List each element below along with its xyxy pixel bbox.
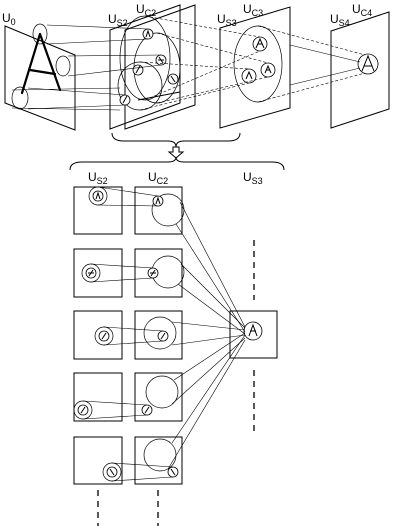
label-us2-top: US2 (108, 12, 128, 28)
top-section: U0 US2 UC2 US3 UC3 US4 UC4 (2, 2, 390, 131)
us3-feature-cells (241, 36, 276, 84)
zoom-brace (69, 132, 285, 171)
label-us3-bottom: US3 (243, 170, 263, 186)
label-us2-bottom: US2 (88, 170, 108, 186)
row-1 (73, 186, 185, 235)
bottom-section: US2 UC2 US3 (73, 170, 278, 526)
us3-letter-a (248, 323, 258, 337)
u0-field-3 (11, 86, 29, 110)
label-uc3-top: UC3 (243, 2, 263, 18)
label-uc4-top: UC4 (352, 2, 372, 18)
plane-us3 (219, 6, 291, 129)
label-us3-top: US3 (217, 12, 237, 28)
convergence-lines (167, 201, 246, 470)
row-4 (73, 372, 183, 422)
down-arrow-icon (167, 146, 185, 159)
top-connections (11, 15, 366, 111)
row-3 (73, 310, 183, 360)
u0-field-1 (32, 23, 48, 45)
uc4-letter-a (361, 54, 375, 72)
row-2 (73, 248, 185, 298)
plane-u0 (4, 25, 76, 131)
input-letter-a (20, 32, 62, 95)
row-5 (73, 436, 183, 485)
label-uc2-bottom: UC2 (148, 170, 168, 186)
label-uc2-top: UC2 (136, 2, 156, 18)
label-u0: U0 (2, 11, 16, 27)
u0-field-2 (55, 55, 71, 77)
label-us4-top: US4 (330, 12, 350, 28)
